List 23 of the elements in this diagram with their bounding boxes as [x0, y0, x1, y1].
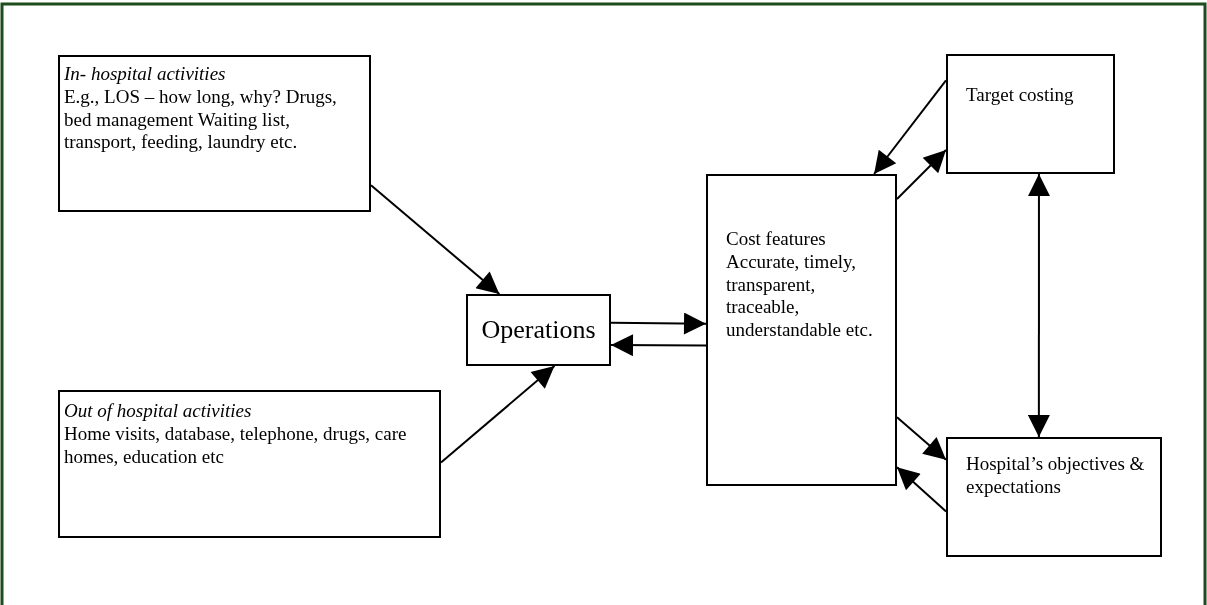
arrow — [873, 79, 947, 175]
arrow — [1027, 173, 1050, 438]
arrow — [440, 365, 556, 464]
box-text: E.g., LOS – how long, why? Drugs, bed management Waiting list, transport, feeding, laundry etc. — [64, 85, 338, 155]
arrow — [370, 184, 501, 295]
arrow — [896, 149, 947, 200]
arrow — [896, 416, 947, 461]
process-box — [466, 294, 611, 366]
process-box — [706, 174, 897, 486]
box-heading: In- hospital activities — [64, 63, 227, 86]
box-text: Target costing — [966, 84, 1075, 107]
process-box — [58, 390, 441, 538]
box-text: Hospital’s objectives & expectations — [966, 453, 1146, 499]
process-box — [946, 437, 1162, 557]
process-box — [58, 55, 371, 212]
arrow — [896, 466, 947, 513]
box-text: Home visits, database, telephone, drugs, care homes, education etc — [64, 422, 408, 469]
process-box — [946, 54, 1115, 174]
box-text: Operations — [481, 314, 596, 346]
box-text: Cost features Accurate, timely, transparent, traceable, understandable etc. — [726, 228, 874, 342]
box-heading: Out of hospital activities — [64, 400, 253, 423]
arrow — [610, 312, 707, 335]
arrow — [610, 334, 707, 357]
